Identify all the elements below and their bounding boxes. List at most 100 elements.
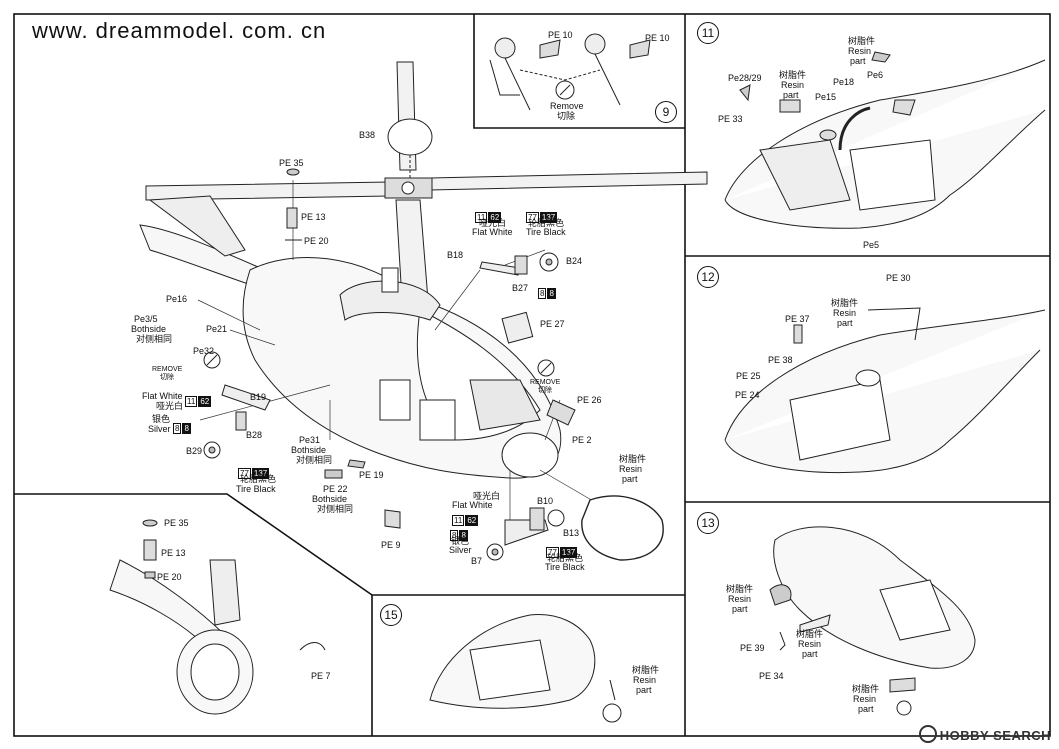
label-step13-resin-en-3: Resin <box>853 694 877 704</box>
label-resin-en-1: Resin <box>619 464 643 474</box>
label-pe16: Pe16 <box>166 294 188 304</box>
divider-step9 <box>473 14 685 129</box>
label-step13-resin-cn-2: 树脂件 <box>796 629 824 639</box>
label-pe34: PE 34 <box>759 671 784 681</box>
label-remove-en-1: REMOVE <box>152 366 183 373</box>
step-number-11: 11 <box>697 22 719 44</box>
label-flat-white-en-1: Flat White <box>142 391 183 401</box>
label-step11-resin-cn: 树脂件 <box>779 70 807 80</box>
label-b29: B29 <box>186 446 203 456</box>
label-b38: B38 <box>359 130 376 140</box>
label-bothside-1: Bothside <box>131 324 167 334</box>
label-tire-black-en-2: Tire Black <box>526 227 566 237</box>
label-pe32: Pe32 <box>193 346 215 356</box>
label-step11-resin-en-2: Resin <box>848 46 872 56</box>
label-step9-pe10-a: PE 10 <box>548 30 573 40</box>
label-flat-white-cn-1: 哑光白 <box>156 401 184 411</box>
label-pe38: PE 38 <box>768 355 793 365</box>
label-pe6: Pe6 <box>867 70 884 80</box>
label-step9-remove-cn: 切除 <box>557 111 576 121</box>
main-helicopter <box>139 61 708 561</box>
label-silver-en-1: Silver <box>148 424 171 434</box>
label-pe18: Pe18 <box>833 77 855 87</box>
label-pe13: PE 13 <box>301 212 326 222</box>
label-tire-black-cn-2: 轮胎黑色 <box>528 218 565 228</box>
label-pe35: PE 35 <box>279 158 304 168</box>
label-part-1: part <box>622 474 638 484</box>
label-pe5: Pe5 <box>863 240 880 250</box>
label-bothside-3: Bothside <box>312 494 348 504</box>
label-pe2: PE 2 <box>572 435 592 445</box>
label-step15-resin-en: Resin <box>633 675 657 685</box>
label-pe37: PE 37 <box>785 314 810 324</box>
label-bothside-2: Bothside <box>291 445 327 455</box>
label-pe3-5: Pe3/5 <box>134 314 158 324</box>
label-step13-part-3: part <box>858 704 874 714</box>
label-step12-resin-en: Resin <box>833 308 857 318</box>
label-step12-part: part <box>837 318 853 328</box>
label-step11-part: part <box>783 90 799 100</box>
label-pe22: PE 22 <box>323 484 348 494</box>
step14-drawing <box>109 519 326 715</box>
label-flat-white-en-2: Flat White <box>472 227 513 237</box>
step13-drawing <box>769 526 976 716</box>
label-pe19: PE 19 <box>359 470 384 480</box>
label-step11-resin-en: Resin <box>781 80 805 90</box>
label-duice-1: 对侧相同 <box>136 334 173 344</box>
label-flat-white-en-3: Flat White <box>452 500 493 510</box>
label-step11-resin-cn-2: 树脂件 <box>848 36 876 46</box>
label-resin-cn-1: 树脂件 <box>619 454 647 464</box>
label-step11-part-2: part <box>850 56 866 66</box>
watermark-logo: HOBBY SEARCH <box>918 725 1051 743</box>
label-pe39: PE 39 <box>740 643 765 653</box>
label-pe20: PE 20 <box>304 236 329 246</box>
label-step14-pe35: PE 35 <box>164 518 189 528</box>
step-number-12: 12 <box>697 266 719 288</box>
divider-bottom <box>14 493 685 596</box>
label-b24: B24 <box>566 256 583 266</box>
step-number-9: 9 <box>655 101 677 123</box>
label-remove-cn-2: 切除 <box>538 387 552 394</box>
label-duice-3: 对侧相同 <box>317 504 354 514</box>
label-step13-resin-cn-3: 树脂件 <box>852 684 880 694</box>
label-step13-resin-en-1: Resin <box>728 594 752 604</box>
label-pe28-29: Pe28/29 <box>728 73 762 83</box>
watermark-text: HOBBY SEARCH <box>939 728 1051 743</box>
website-url: www. dreammodel. com. cn <box>32 18 327 43</box>
label-step14-pe7: PE 7 <box>311 671 331 681</box>
label-pe21: Pe21 <box>206 324 228 334</box>
label-step15-part: part <box>636 685 652 695</box>
label-silver-en-3: Silver <box>449 545 472 555</box>
step12-drawing <box>724 307 1046 473</box>
label-pe31: Pe31 <box>299 435 321 445</box>
label-tire-black-en-3: Tire Black <box>545 562 585 572</box>
label-step14-pe20: PE 20 <box>157 572 182 582</box>
label-b19: B19 <box>250 392 267 402</box>
label-pe25: PE 25 <box>736 371 761 381</box>
label-b13: B13 <box>563 528 580 538</box>
label-remove-en-2: REMOVE <box>530 379 561 386</box>
step9-drawing <box>489 33 651 111</box>
label-b18: B18 <box>447 250 464 260</box>
label-pe26: PE 26 <box>577 395 602 405</box>
outer-frame <box>13 13 1051 737</box>
label-tire-black-cn-3: 轮胎黑色 <box>547 553 584 563</box>
step11-drawing <box>724 51 1046 229</box>
label-tire-black-cn-1: 轮胎黑色 <box>240 474 277 484</box>
label-pe27: PE 27 <box>540 319 565 329</box>
label-pe24: PE 24 <box>735 390 760 400</box>
hobby-search-logo-icon <box>918 725 937 743</box>
label-b28: B28 <box>246 430 263 440</box>
label-flat-white-cn-2: 哑光白 <box>479 218 507 228</box>
label-silver-cn-3: 银色 <box>451 536 470 546</box>
label-pe9: PE 9 <box>381 540 401 550</box>
step-number-15: 15 <box>380 604 402 626</box>
